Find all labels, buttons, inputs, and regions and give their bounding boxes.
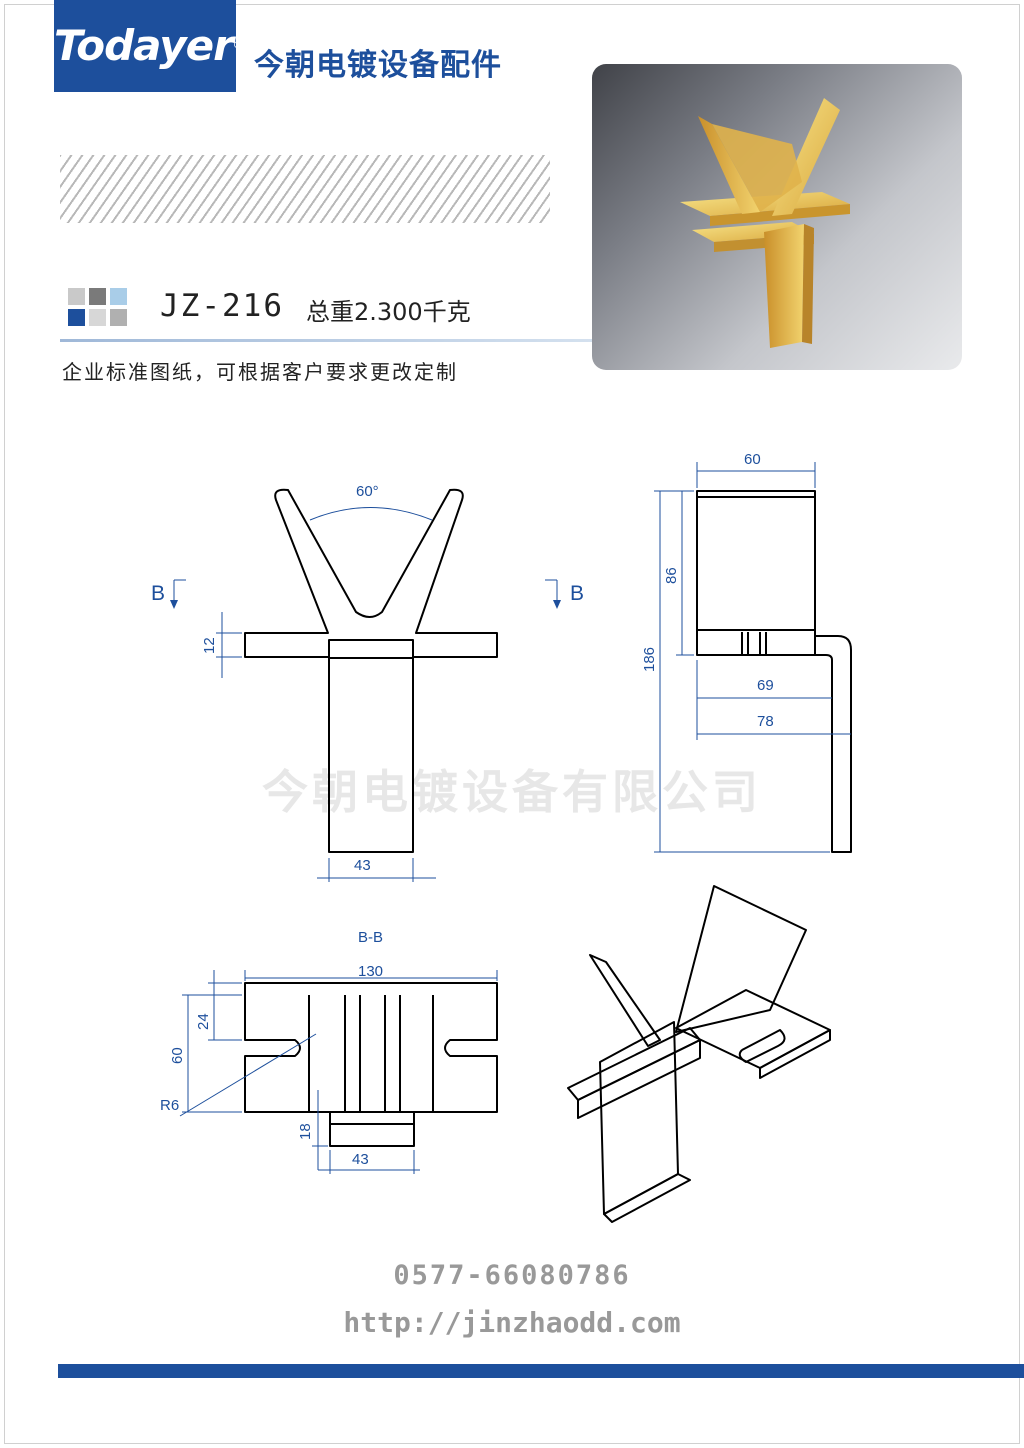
swatch	[89, 288, 106, 305]
dim-front-width: 43	[354, 857, 371, 874]
dim-69: 69	[757, 677, 774, 694]
brand-logo: Todayer®	[54, 0, 243, 92]
page-frame	[4, 4, 1020, 1444]
dim-top-width: 60	[744, 451, 761, 468]
side-view	[696, 490, 852, 853]
swatch	[110, 309, 127, 326]
isometric-view	[567, 885, 831, 1223]
divider	[60, 339, 620, 342]
product-model: JZ-216	[160, 288, 284, 324]
watermark: 今朝电镀设备有限公司	[262, 765, 762, 819]
swatch	[68, 309, 85, 326]
logo-text: Todayer	[54, 21, 234, 70]
dim-radius: R6	[160, 1097, 179, 1114]
dim-section-height: 60	[169, 1047, 186, 1064]
product-render	[680, 98, 850, 348]
dim-tab: 18	[297, 1123, 314, 1140]
contact-phone: 0577-66080786	[393, 1260, 631, 1291]
dim-total-height: 186	[641, 647, 658, 672]
footer-bar	[58, 1364, 1024, 1378]
swatch	[89, 309, 106, 326]
company-name: 今朝电镀设备配件	[254, 48, 502, 83]
dim-upper-height: 86	[663, 567, 680, 584]
section-arrows	[170, 600, 561, 609]
dim-78: 78	[757, 713, 774, 730]
section-view	[244, 982, 498, 1147]
dim-slot-depth: 24	[195, 1013, 212, 1030]
dim-section-width: 130	[358, 963, 383, 980]
section-mark-left: B	[151, 582, 165, 605]
front-view	[244, 488, 498, 853]
dim-angle: 60°	[356, 483, 379, 500]
dim-flange: 12	[201, 637, 218, 654]
drawing-note: 企业标准图纸，可根据客户要求更改定制	[62, 360, 458, 384]
decorative-hatch	[60, 155, 550, 223]
product-photo	[592, 64, 962, 370]
color-swatches	[68, 288, 128, 326]
dim-tab-width: 43	[352, 1151, 369, 1168]
section-mark-right: B	[570, 582, 584, 605]
website-url[interactable]: http://jinzhaodd.com	[343, 1306, 681, 1339]
swatch	[110, 288, 127, 305]
swatch	[68, 288, 85, 305]
product-weight: 总重2.300千克	[306, 298, 471, 326]
section-title: B-B	[358, 929, 383, 946]
registered-mark-icon: ®	[232, 40, 243, 51]
